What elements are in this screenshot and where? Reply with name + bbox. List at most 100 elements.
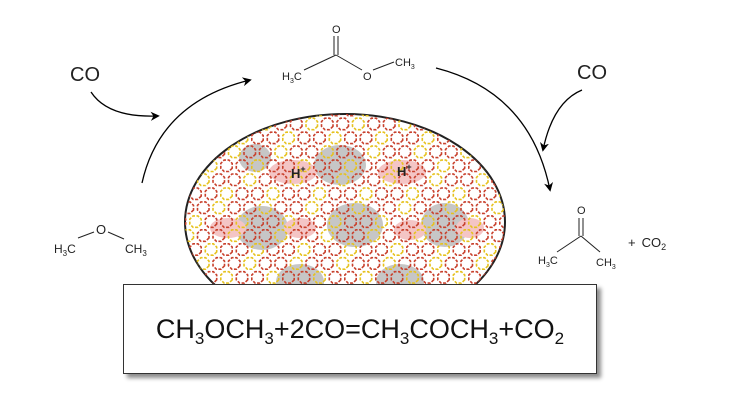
framework-ring bbox=[185, 187, 187, 201]
framework-ring bbox=[475, 229, 489, 243]
co-reagent-left: CO bbox=[70, 64, 100, 86]
framework-ring bbox=[452, 243, 466, 256]
framework-ring bbox=[405, 159, 420, 173]
framework-ring bbox=[235, 215, 249, 229]
framework-ring bbox=[243, 145, 257, 159]
framework-ring bbox=[452, 187, 466, 201]
framework-ring bbox=[398, 229, 412, 243]
framework-ring bbox=[281, 114, 296, 117]
framework-ring bbox=[212, 173, 226, 187]
framework-ring bbox=[421, 159, 435, 173]
framework-ring bbox=[539, 202, 551, 214]
framework-ring bbox=[328, 131, 342, 145]
framework-ring bbox=[351, 201, 365, 215]
framework-ring bbox=[328, 159, 342, 173]
framework-ring bbox=[351, 229, 365, 243]
framework-ring bbox=[413, 173, 427, 187]
framework-ring bbox=[475, 256, 489, 271]
framework-ring bbox=[475, 117, 489, 131]
framework-ring bbox=[289, 173, 303, 187]
framework-ring bbox=[367, 117, 381, 131]
framework-ring bbox=[251, 159, 265, 173]
framework-ring bbox=[390, 131, 404, 145]
framework-ring bbox=[421, 131, 435, 145]
framework-ring bbox=[475, 201, 489, 215]
framework-ring bbox=[305, 229, 319, 243]
framework-ring bbox=[266, 270, 280, 284]
framework-ring bbox=[359, 159, 373, 173]
framework-ring bbox=[413, 201, 427, 215]
framework-ring bbox=[320, 117, 334, 131]
framework-ring bbox=[498, 114, 505, 117]
framework-ring bbox=[185, 131, 187, 145]
framework-ring bbox=[508, 202, 520, 214]
framework-ring bbox=[220, 114, 233, 117]
framework-ring bbox=[305, 117, 319, 131]
acetone-right-methyl: CH3 bbox=[596, 257, 616, 271]
framework-ring bbox=[436, 114, 451, 117]
framework-ring bbox=[405, 131, 420, 145]
framework-ring bbox=[444, 117, 458, 131]
framework-ring bbox=[185, 229, 195, 243]
framework-ring bbox=[508, 258, 520, 270]
framework-ring bbox=[258, 173, 272, 187]
framework-ring bbox=[235, 159, 249, 173]
framework-ring bbox=[359, 187, 373, 201]
framework-ring bbox=[196, 117, 210, 131]
framework-ring bbox=[266, 215, 280, 229]
framework-ring bbox=[289, 229, 303, 243]
framework-ring bbox=[274, 256, 288, 271]
framework-ring bbox=[266, 114, 280, 117]
framework-ring bbox=[498, 243, 505, 256]
framework-ring bbox=[429, 256, 443, 271]
framework-ring bbox=[382, 117, 396, 131]
framework-ring bbox=[515, 216, 526, 227]
framework-ring bbox=[421, 215, 435, 229]
framework-ring bbox=[343, 270, 358, 284]
framework-ring bbox=[185, 117, 195, 131]
framework-ring bbox=[444, 173, 458, 187]
framework-ring bbox=[297, 270, 311, 284]
framework-ring bbox=[390, 270, 404, 284]
ester-right-methyl: CH3 bbox=[395, 57, 415, 71]
gray-pore bbox=[239, 144, 271, 172]
framework-ring bbox=[185, 114, 187, 117]
framework-ring bbox=[539, 230, 551, 242]
framework-ring bbox=[320, 145, 334, 159]
framework-ring bbox=[189, 131, 202, 145]
framework-ring bbox=[185, 201, 195, 215]
ether-right-methyl: CH3 bbox=[125, 242, 147, 258]
framework-ring bbox=[343, 187, 358, 201]
acid-site-label-1: H+ bbox=[291, 164, 306, 181]
framework-ring bbox=[251, 131, 265, 145]
framework-ring bbox=[312, 159, 327, 173]
framework-ring bbox=[274, 173, 288, 187]
framework-ring bbox=[266, 187, 280, 201]
framework-ring bbox=[343, 159, 358, 173]
framework-ring bbox=[382, 229, 396, 243]
arrow-co-left bbox=[90, 91, 160, 121]
framework-ring bbox=[212, 229, 226, 243]
framework-ring bbox=[189, 215, 202, 229]
framework-ring bbox=[390, 187, 404, 201]
ether-left-methyl: H3C bbox=[54, 242, 76, 258]
framework-ring bbox=[523, 174, 535, 186]
framework-ring bbox=[436, 215, 451, 229]
framework-ring bbox=[281, 131, 296, 145]
framework-ring bbox=[531, 244, 542, 255]
framework-ring bbox=[212, 256, 226, 271]
framework-ring bbox=[281, 187, 296, 201]
framework-ring bbox=[531, 104, 542, 115]
framework-ring bbox=[421, 243, 435, 256]
framework-ring bbox=[336, 173, 350, 187]
framework-ring bbox=[351, 117, 365, 131]
framework-ring bbox=[189, 159, 202, 173]
framework-ring bbox=[343, 114, 358, 117]
framework-ring bbox=[491, 145, 505, 159]
framework-ring bbox=[196, 256, 210, 271]
framework-ring bbox=[483, 114, 497, 117]
framework-ring bbox=[467, 270, 482, 284]
framework-ring bbox=[336, 117, 350, 131]
framework-ring bbox=[491, 201, 505, 215]
framework-ring bbox=[297, 243, 311, 256]
